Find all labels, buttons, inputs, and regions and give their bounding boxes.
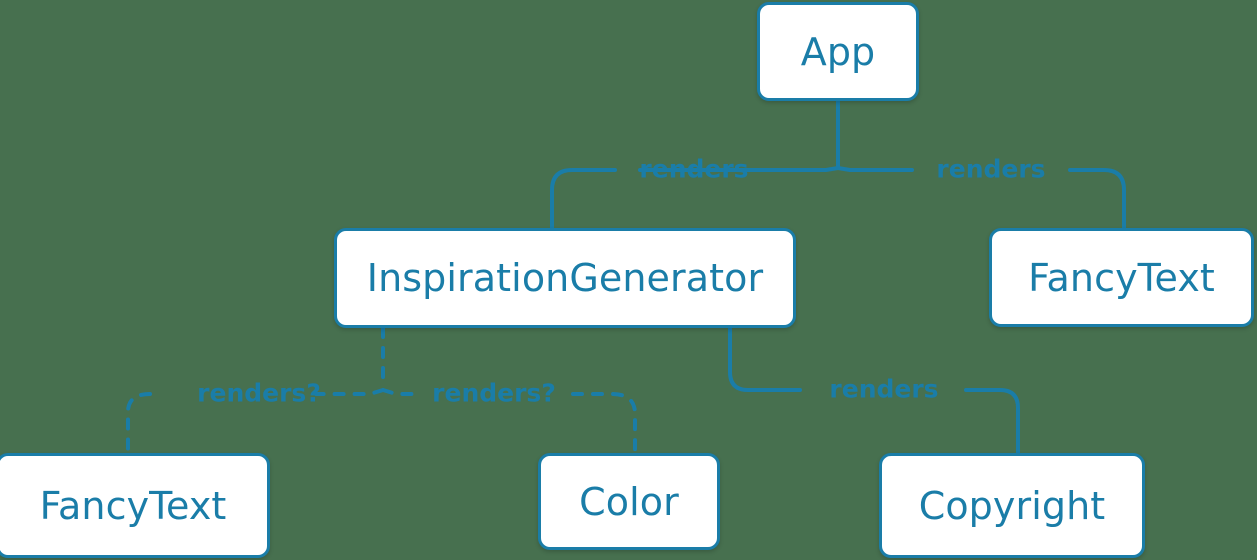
node-fancytext-left-label: FancyText xyxy=(39,483,227,528)
edge-app-to-fancytext-right xyxy=(836,166,1126,230)
node-fancytext-right-label: FancyText xyxy=(1028,255,1215,300)
node-fancytext-right[interactable]: FancyText xyxy=(989,228,1254,327)
node-app-label: App xyxy=(800,29,876,74)
edge-label-inspirationgenerator-to-copyright: renders xyxy=(829,374,939,404)
edge-app-to-inspirationgenerator xyxy=(550,166,840,230)
edge-label-app-to-inspirationgenerator: renders xyxy=(639,154,749,184)
node-copyright-label: Copyright xyxy=(918,483,1106,528)
edge-label-inspirationgenerator-to-color: renders? xyxy=(432,378,556,408)
node-color-label: Color xyxy=(579,479,679,524)
node-copyright[interactable]: Copyright xyxy=(879,453,1145,558)
node-color[interactable]: Color xyxy=(538,453,720,550)
edge-inspirationgenerator-to-color xyxy=(381,388,637,455)
edge-label-app-to-fancytext-right: renders xyxy=(936,154,1046,184)
node-fancytext-left[interactable]: FancyText xyxy=(0,453,270,558)
node-inspirationgenerator-label: InspirationGenerator xyxy=(366,256,764,300)
edge-inspirationgenerator-to-copyright xyxy=(728,326,1020,455)
node-inspirationgenerator[interactable]: InspirationGenerator xyxy=(334,228,796,328)
edge-inspirationgenerator-to-fancytext-left xyxy=(126,388,385,455)
edge-label-inspirationgenerator-to-fancytext-left: renders? xyxy=(197,378,321,408)
node-app[interactable]: App xyxy=(757,2,919,101)
